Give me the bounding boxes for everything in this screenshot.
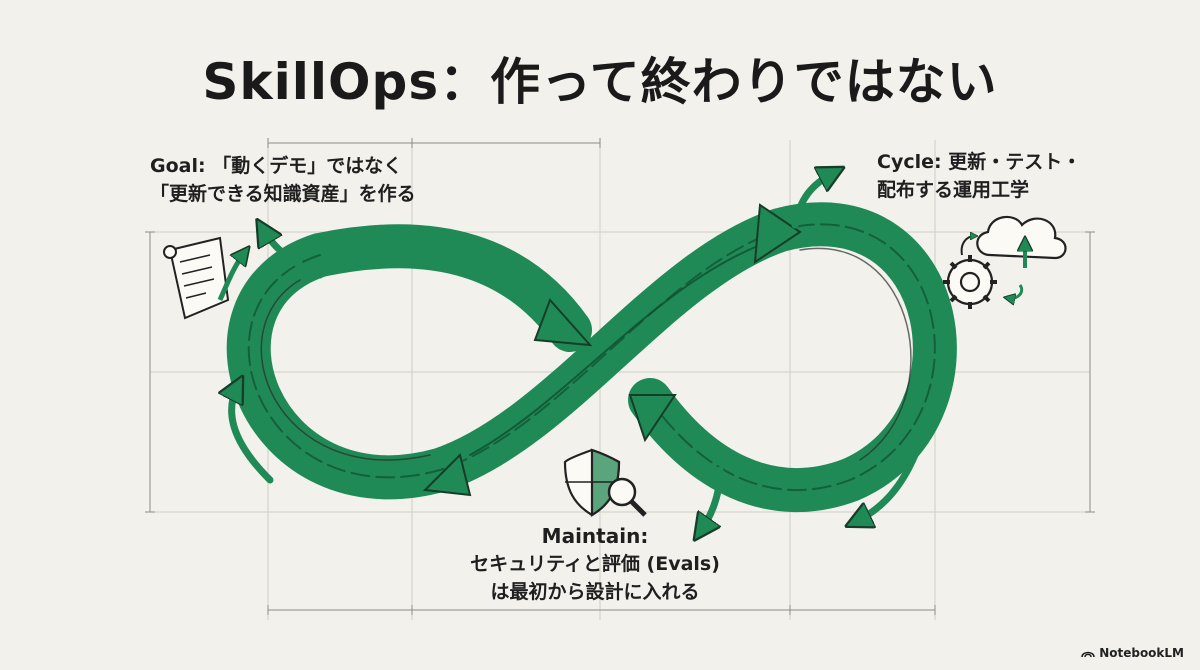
scroll-icon bbox=[163, 236, 245, 320]
shield-icon bbox=[563, 448, 621, 517]
orbit-arrow-left bbox=[232, 385, 274, 484]
maintain-line-2: セキュリティと評価 (Evals) bbox=[470, 553, 720, 575]
goal-label: Goal: 「動くデモ」ではなく 「更新できる知識資産」を作る bbox=[150, 152, 416, 208]
goal-line-1: Goal: 「動くデモ」ではなく bbox=[150, 155, 403, 177]
notebooklm-watermark: NotebookLM bbox=[1081, 646, 1184, 660]
notebooklm-logo-icon bbox=[1081, 651, 1095, 658]
cycle-label: Cycle: 更新・テスト・ 配布する運用工学 bbox=[877, 148, 1081, 204]
watermark-text: NotebookLM bbox=[1099, 646, 1184, 660]
magnifier-icon bbox=[607, 477, 647, 517]
gear-icon bbox=[943, 255, 997, 309]
maintain-label: Maintain: セキュリティと評価 (Evals) は最初から設計に入れる bbox=[445, 522, 745, 606]
maintain-line-1: Maintain: bbox=[541, 524, 649, 548]
cloud-sync-icon bbox=[960, 215, 1067, 298]
cycle-line-1: Cycle: 更新・テスト・ bbox=[877, 151, 1082, 173]
loop-arrowheads bbox=[422, 203, 802, 497]
page-title: SkillOps：作って終わりではない bbox=[202, 53, 998, 111]
cycle-line-2: 配布する運用工学 bbox=[877, 179, 1030, 201]
orbit-arrow-top-left bbox=[262, 228, 324, 279]
orbit-arrow-bottom-center bbox=[700, 466, 724, 532]
goal-line-2: 「更新できる知識資産」を作る bbox=[150, 183, 416, 205]
maintain-line-3: は最初から設計に入れる bbox=[490, 581, 700, 603]
orbit-arrow-bottom-right bbox=[855, 451, 919, 522]
orbit-arrow-top-right bbox=[791, 172, 835, 229]
